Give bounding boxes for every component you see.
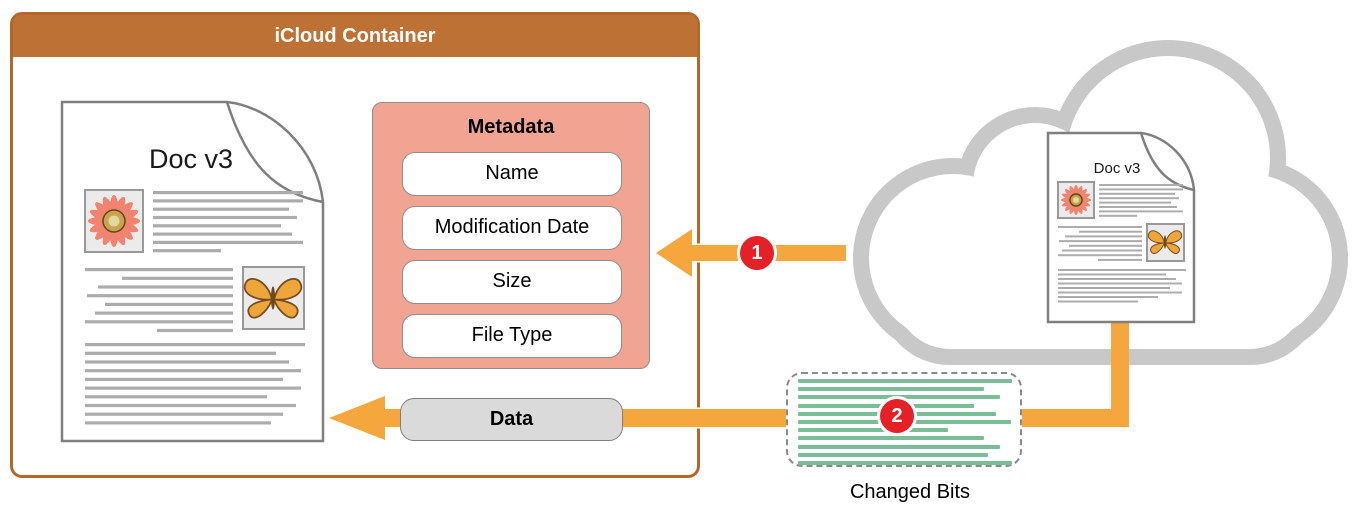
metadata-field-pill: Size	[402, 260, 622, 304]
text-line	[105, 302, 233, 306]
changed-bit-line	[798, 428, 948, 433]
text-line	[153, 207, 289, 211]
metadata-field-pill: File Type	[402, 314, 622, 358]
text-line	[85, 403, 296, 408]
text-line	[98, 285, 233, 289]
text-line	[85, 369, 301, 373]
text-line	[85, 377, 283, 381]
flower-image-icon	[1061, 185, 1091, 215]
changed-bit-line	[798, 395, 1000, 400]
text-line	[1059, 240, 1142, 243]
text-line	[1058, 226, 1142, 228]
text-line	[1058, 273, 1166, 276]
icloud-container-header: iCloud Container	[13, 15, 697, 57]
local-document-title: Doc v3	[149, 144, 233, 174]
text-line	[87, 294, 233, 298]
metadata-box: Metadata Name Modification Date Size Fil…	[372, 102, 650, 369]
metadata-field-pill: Name	[402, 152, 622, 196]
changed-bit-line	[798, 379, 1012, 383]
text-line	[85, 351, 276, 355]
text-line	[1099, 192, 1175, 195]
text-line	[1099, 214, 1137, 217]
text-line	[1062, 249, 1142, 252]
document-text-lines	[1058, 184, 1186, 303]
cloud-document: Doc v3	[1046, 131, 1196, 324]
changed-bit-line	[798, 444, 1000, 449]
text-line	[1058, 278, 1176, 280]
metadata-field-pill: Modification Date	[402, 206, 622, 250]
text-line	[1058, 300, 1138, 303]
text-line	[85, 360, 289, 364]
text-line	[85, 268, 233, 272]
local-document: Doc v3	[60, 100, 325, 443]
changed-bit-line	[798, 387, 984, 392]
text-line	[157, 328, 233, 333]
text-line	[122, 276, 233, 280]
text-line	[1099, 184, 1183, 186]
text-line	[1099, 201, 1171, 204]
data-pill: Data	[400, 398, 623, 441]
text-line	[85, 320, 233, 324]
document-text-lines	[85, 191, 305, 425]
text-line	[153, 240, 303, 244]
text-line	[85, 386, 301, 390]
text-line	[153, 249, 221, 253]
text-line	[153, 191, 303, 195]
step-badge-1: 1	[740, 236, 774, 270]
text-line	[153, 199, 303, 203]
text-line	[85, 395, 267, 399]
arrow-changed-bits-elbow	[1016, 315, 1129, 427]
text-line	[1099, 197, 1179, 200]
butterfly-image-icon	[1147, 230, 1183, 255]
text-line	[153, 232, 292, 236]
text-line	[1058, 269, 1186, 271]
butterfly-image-icon	[243, 278, 303, 319]
text-line	[1058, 287, 1170, 289]
flower-image-icon	[88, 195, 140, 247]
text-line	[95, 311, 233, 315]
text-line	[1098, 258, 1142, 261]
changed-bit-line	[798, 461, 1012, 465]
changed-bit-line	[798, 452, 988, 457]
text-line	[1099, 188, 1183, 191]
changed-bit-line	[798, 436, 984, 441]
text-line	[85, 412, 283, 416]
changed-bits-label: Changed Bits	[849, 481, 971, 503]
text-line	[153, 224, 281, 228]
text-line	[1065, 235, 1142, 238]
text-line	[85, 421, 271, 425]
text-line	[1069, 244, 1142, 247]
text-line	[1058, 296, 1158, 298]
text-line	[1079, 230, 1142, 233]
step-badge-2: 2	[880, 399, 914, 433]
text-line	[1099, 206, 1177, 208]
text-line	[1099, 210, 1183, 213]
cloud-document-title: Doc v3	[1094, 160, 1141, 177]
text-line	[153, 215, 297, 220]
text-line	[1058, 282, 1182, 285]
metadata-title: Metadata	[467, 116, 555, 138]
text-line	[1058, 254, 1142, 257]
text-line	[85, 343, 305, 347]
text-line	[1058, 291, 1182, 294]
